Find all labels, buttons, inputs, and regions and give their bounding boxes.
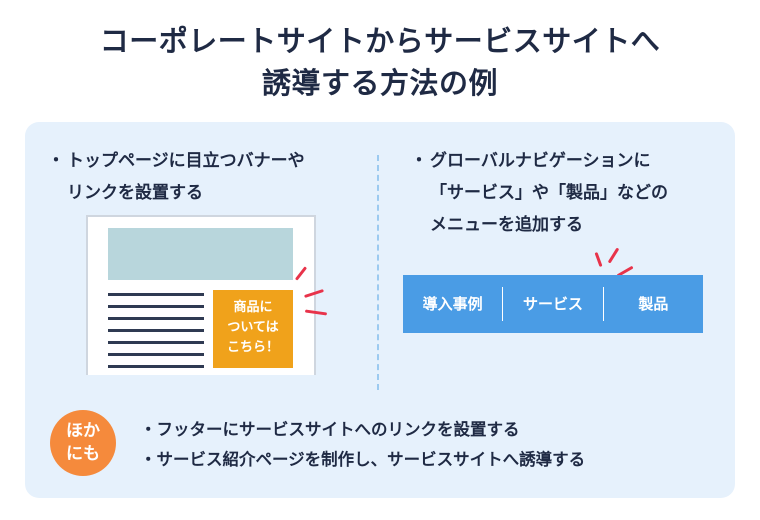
right-text-line-3: メニューを追加する xyxy=(430,215,583,235)
text-line xyxy=(108,293,204,296)
nav-item-products[interactable]: 製品 xyxy=(602,287,703,321)
right-text-line-1: グローバルナビゲーションに xyxy=(430,151,651,171)
nav-item-services[interactable]: サービス xyxy=(502,287,602,321)
banner-line-1: 商品に xyxy=(233,300,273,315)
product-banner[interactable]: 商品に ついては こちら！ xyxy=(213,290,293,368)
right-text-line-2: 「サービス」や「製品」などの xyxy=(430,183,668,203)
text-line xyxy=(108,341,204,344)
banner-line-2: ついては xyxy=(227,320,279,335)
text-line xyxy=(108,305,204,308)
title-line-1: コーポレートサイトからサービスサイトへ xyxy=(99,24,661,58)
banner-line-3: こちら！ xyxy=(226,340,279,355)
list-item: ・フッターにサービスサイトへのリンクを設置する xyxy=(140,420,520,439)
global-navigation: 導入事例 サービス 製品 xyxy=(403,275,703,333)
column-divider xyxy=(377,155,379,390)
title-line-2: 誘導する方法の例 xyxy=(261,66,498,100)
text-line xyxy=(108,317,204,320)
left-text-line-2: リンクを設置する xyxy=(67,183,203,203)
badge-line-1: ほか xyxy=(66,421,100,441)
list-item: ・サービス紹介ページを制作し、サービスサイトへ誘導する xyxy=(140,450,586,469)
badge-line-2: にも xyxy=(66,444,100,464)
nav-item-case-studies[interactable]: 導入事例 xyxy=(422,295,483,313)
text-line xyxy=(108,329,204,332)
left-description: ・トップページに目立つバナーや リンクを設置する xyxy=(45,145,365,209)
right-description: ・グローバルナビゲーションに 「サービス」や「製品」などの メニューを追加する xyxy=(408,145,718,241)
page-title: コーポレートサイトからサービスサイトへ 誘導する方法の例 xyxy=(0,20,760,104)
hero-image-placeholder xyxy=(108,228,293,280)
left-text-line-1: トップページに目立つバナーや xyxy=(67,151,305,171)
bullet-icon: ・ xyxy=(410,151,428,171)
text-line xyxy=(108,365,204,368)
other-methods-list: ・フッターにサービスサイトへのリンクを設置する ・サービス紹介ページを制作し、サ… xyxy=(140,415,730,475)
other-methods-badge: ほか にも xyxy=(50,410,116,476)
bullet-icon: ・ xyxy=(47,151,65,171)
text-line xyxy=(108,353,204,356)
